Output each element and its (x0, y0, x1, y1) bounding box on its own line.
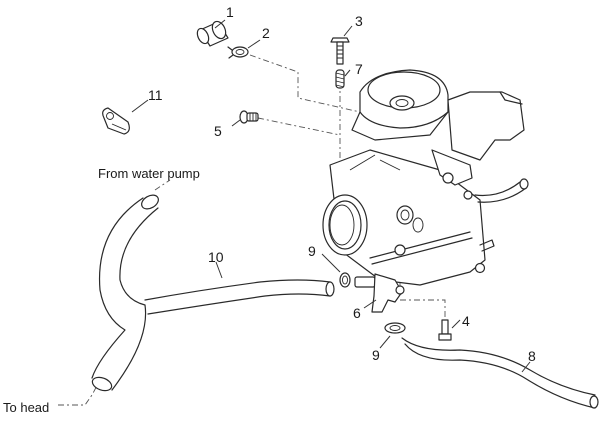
callout-4: 4 (462, 313, 470, 329)
callout-9-upper: 9 (308, 243, 316, 259)
label-from-water-pump: From water pump (98, 166, 200, 181)
part-3-screw[interactable] (330, 37, 350, 65)
carburettor-body[interactable] (322, 69, 529, 286)
part-9-clamp-lower[interactable] (384, 322, 406, 334)
callout-6: 6 (353, 305, 361, 321)
label-to-head: To head (3, 400, 49, 415)
callout-11: 11 (148, 87, 163, 103)
part-5-screw[interactable] (239, 110, 259, 124)
leader-lines (131, 19, 531, 373)
callout-2: 2 (262, 25, 270, 41)
part-4-screw[interactable] (438, 319, 452, 341)
part-2-hose-clamp[interactable] (227, 46, 249, 59)
part-10-y-hose[interactable] (91, 192, 335, 393)
callout-1: 1 (226, 4, 234, 20)
callout-10: 10 (208, 249, 224, 265)
part-8-hose[interactable] (401, 337, 599, 409)
callout-9-lower: 9 (372, 347, 380, 363)
part-11-clip[interactable] (102, 107, 130, 135)
callout-7: 7 (355, 61, 363, 77)
part-1-sleeve[interactable] (195, 19, 229, 47)
part-9-clamp-upper[interactable] (339, 272, 351, 288)
callout-3: 3 (355, 13, 363, 29)
part-7-spring[interactable] (335, 69, 345, 89)
callout-8: 8 (528, 348, 536, 364)
callout-5: 5 (214, 123, 222, 139)
